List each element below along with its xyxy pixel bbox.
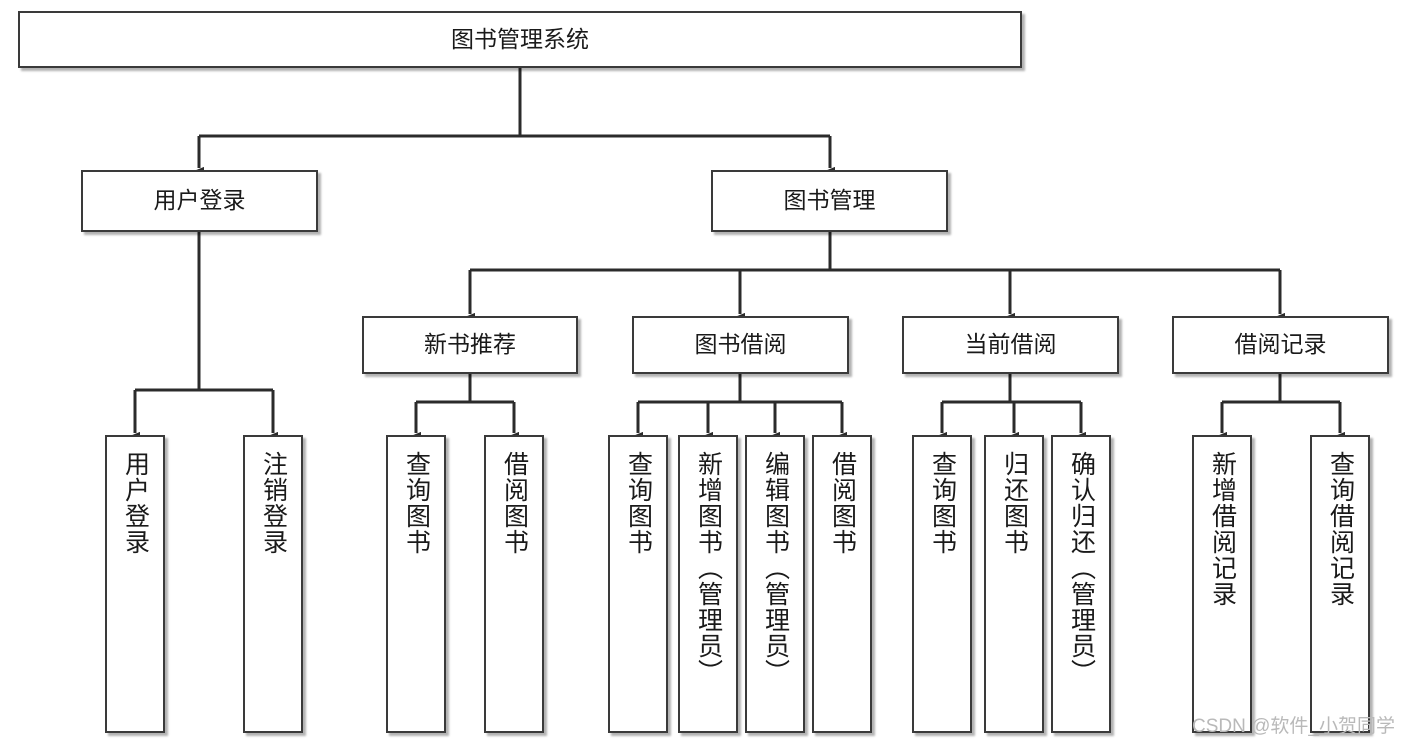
node-root[interactable]: 图书管理系统 [18, 11, 1022, 68]
node-leaf-query-book-rec[interactable]: 查询图书 [386, 435, 446, 733]
node-new-book-recommend[interactable]: 新书推荐 [362, 316, 578, 374]
node-leaf-add-record-label: 新增借阅记录 [1208, 451, 1237, 607]
node-leaf-edit-book[interactable]: 编辑图书（管理员） [745, 435, 805, 733]
node-leaf-return-book[interactable]: 归还图书 [984, 435, 1044, 733]
watermark-csdn: CSDN @软件_小贺同学 [1192, 716, 1395, 737]
node-leaf-user-login[interactable]: 用户登录 [105, 435, 165, 733]
node-leaf-query-book-cb[interactable]: 查询图书 [912, 435, 972, 733]
node-leaf-borrow-book-bb-label: 借阅图书 [828, 451, 857, 555]
node-book-manage-label: 图书管理 [783, 187, 876, 214]
node-leaf-query-record[interactable]: 查询借阅记录 [1310, 435, 1370, 733]
node-new-book-recommend-label: 新书推荐 [424, 331, 516, 358]
node-leaf-query-book-rec-label: 查询图书 [402, 451, 431, 555]
node-book-borrow[interactable]: 图书借阅 [632, 316, 849, 374]
node-leaf-add-book[interactable]: 新增图书（管理员） [678, 435, 738, 733]
node-leaf-query-book-cb-label: 查询图书 [928, 451, 957, 555]
node-leaf-add-book-label: 新增图书（管理员） [694, 451, 723, 685]
node-leaf-borrow-book-rec-label: 借阅图书 [500, 451, 529, 555]
node-leaf-borrow-book-rec[interactable]: 借阅图书 [484, 435, 544, 733]
node-leaf-return-book-label: 归还图书 [1000, 451, 1029, 555]
node-book-manage[interactable]: 图书管理 [711, 170, 948, 232]
node-leaf-add-record[interactable]: 新增借阅记录 [1192, 435, 1252, 733]
node-user-login[interactable]: 用户登录 [81, 170, 318, 232]
node-current-borrow[interactable]: 当前借阅 [902, 316, 1119, 374]
node-leaf-query-book-bb-label: 查询图书 [624, 451, 653, 555]
node-leaf-confirm-return[interactable]: 确认归还（管理员） [1051, 435, 1111, 733]
node-leaf-user-login-label: 用户登录 [121, 451, 150, 555]
node-leaf-user-logout-label: 注销登录 [259, 451, 288, 555]
node-user-login-label: 用户登录 [153, 187, 246, 214]
node-root-label: 图书管理系统 [451, 25, 589, 52]
node-leaf-borrow-book-bb[interactable]: 借阅图书 [812, 435, 872, 733]
node-current-borrow-label: 当前借阅 [964, 331, 1057, 358]
node-leaf-edit-book-label: 编辑图书（管理员） [761, 451, 790, 685]
node-borrow-record-label: 借阅记录 [1234, 331, 1327, 358]
node-leaf-query-record-label: 查询借阅记录 [1326, 451, 1355, 607]
node-leaf-query-book-bb[interactable]: 查询图书 [608, 435, 668, 733]
node-borrow-record[interactable]: 借阅记录 [1172, 316, 1389, 374]
node-leaf-confirm-return-label: 确认归还（管理员） [1067, 451, 1096, 685]
node-book-borrow-label: 图书借阅 [694, 331, 787, 358]
node-leaf-user-logout[interactable]: 注销登录 [243, 435, 303, 733]
